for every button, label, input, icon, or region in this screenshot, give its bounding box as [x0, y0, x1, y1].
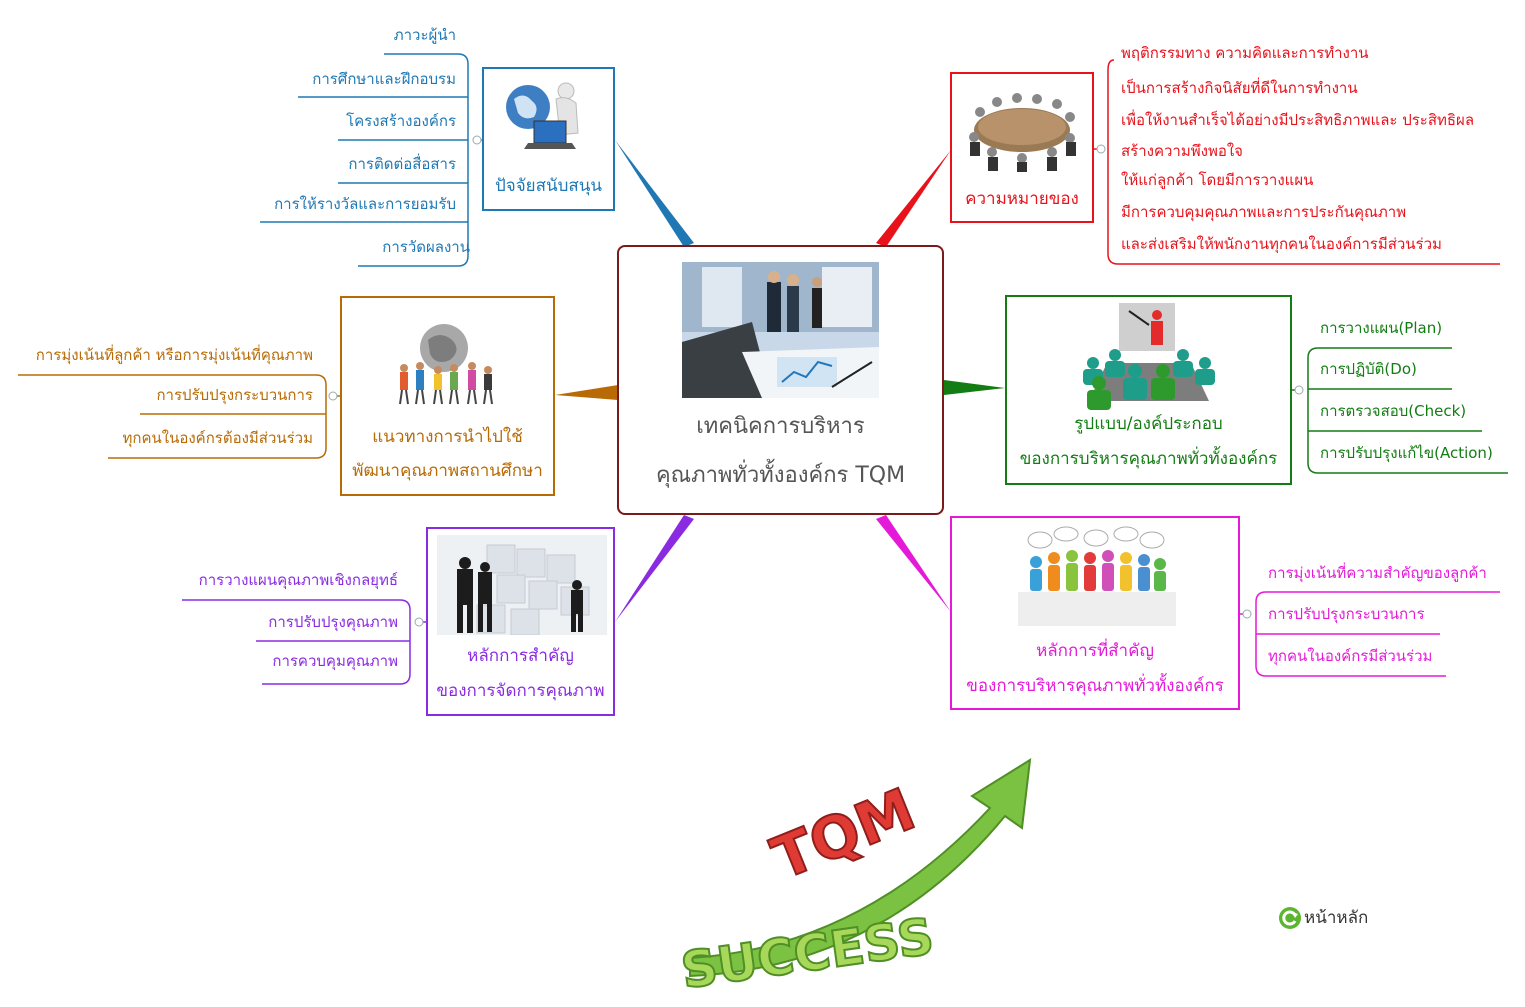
support-title: ปัจจัยสนับสนุน: [494, 176, 603, 196]
principle-title-line2: ของการจัดการคุณภาพ: [436, 681, 605, 701]
branch-support: [615, 140, 694, 247]
apply-leaf[interactable]: ทุกคนในองค์กรต้องมีส่วนร่วม: [122, 429, 313, 447]
apply-title-line2: พัฒนาคุณภาพสถานศึกษา: [352, 461, 543, 481]
node-apply[interactable]: แนวทางการนำไปใช้ พัฒนาคุณภาพสถานศึกษา: [340, 296, 555, 496]
home-label: หน้าหลัก: [1304, 908, 1369, 928]
globe-laptop-image: [506, 82, 579, 149]
meaning-leaf[interactable]: ให้แก่ลูกค้า โดยมีการวางแผน: [1121, 171, 1314, 189]
model-title-line1: รูปแบบ/องค์ประกอบ: [1074, 414, 1223, 434]
meaning-leaf[interactable]: และส่งเสริมให้พนักงานทุกคนในองค์การมีส่ว…: [1121, 235, 1442, 253]
model-leaf[interactable]: การปรับปรุงแก้ไข(Action): [1320, 444, 1493, 462]
center-title-line1: เทคนิคการบริหาร: [696, 414, 865, 439]
success-logo-text: SUCCESS: [678, 907, 938, 988]
people-speech-image: [1018, 526, 1176, 626]
node-meaning[interactable]: ความหมายของ: [950, 72, 1094, 223]
model-leaf[interactable]: การตรวจสอบ(Check): [1320, 402, 1467, 420]
apply-leaf[interactable]: การมุ่งเน้นที่ลูกค้า หรือการมุ่งเน้นที่ค…: [35, 346, 313, 364]
branch-apply: [555, 385, 618, 400]
key-leaf[interactable]: ทุกคนในองค์กรมีส่วนร่วม: [1268, 647, 1433, 665]
branch-principle: [615, 515, 694, 622]
apply-title-line1: แนวทางการนำไปใช้: [372, 427, 523, 447]
support-leaf[interactable]: โครงสร้างองค์กร: [346, 112, 456, 130]
home-link[interactable]: หน้าหลัก: [1278, 904, 1368, 931]
meaning-leaf[interactable]: สร้างความพึงพอใจ: [1121, 142, 1243, 160]
branch-meaning: [876, 150, 951, 247]
business-meeting-image: [682, 262, 879, 398]
principle-leaf[interactable]: การวางแผนคุณภาพเชิงกลยุทธ์: [198, 571, 398, 589]
model-title-line2: ของการบริหารคุณภาพทั่วทั้งองค์กร: [1019, 449, 1278, 469]
node-key[interactable]: หลักการที่สำคัญ ของการบริหารคุณภาพทั่วทั…: [950, 516, 1240, 710]
meaning-title: ความหมายของ: [965, 189, 1079, 209]
node-support[interactable]: ปัจจัยสนับสนุน: [482, 67, 615, 211]
support-leaf[interactable]: ภาวะผู้นำ: [393, 26, 456, 44]
kids-globe-image: [399, 324, 493, 405]
meaning-leaf[interactable]: พฤติกรรมทาง ความคิดและการทำงาน: [1121, 44, 1369, 62]
center-title-line2: คุณภาพทั่วทั้งองค์กร TQM: [655, 463, 906, 488]
model-leaf[interactable]: การปฏิบัติ(Do): [1320, 360, 1417, 378]
key-leaf[interactable]: การมุ่งเน้นที่ความสำคัญของลูกค้า: [1268, 564, 1487, 582]
support-leaf-lines: [260, 53, 482, 267]
model-leaf[interactable]: การวางแผน(Plan): [1320, 319, 1443, 337]
meaning-leaf[interactable]: มีการควบคุมคุณภาพและการประกันคุณภาพ: [1121, 203, 1407, 221]
tqm-success-logo: TQM SUCCESS: [677, 758, 1032, 988]
tqm-logo-text: TQM: [763, 775, 924, 893]
key-title-line2: ของการบริหารคุณภาพทั่วทั้งองค์กร: [966, 676, 1224, 696]
key-leaf[interactable]: การปรับปรุงกระบวนการ: [1268, 605, 1425, 623]
principle-leaf[interactable]: การปรับปรุงคุณภาพ: [268, 613, 398, 631]
principle-title-line1: หลักการสำคัญ: [467, 646, 574, 666]
meaning-leaf[interactable]: เป็นการสร้างกิจนิสัยที่ดีในการทำงาน: [1121, 79, 1358, 97]
apply-leaf[interactable]: การปรับปรุงกระบวนการ: [156, 386, 313, 404]
support-leaf[interactable]: การให้รางวัลและการยอมรับ: [274, 195, 456, 213]
support-leaf[interactable]: การวัดผลงาน: [382, 238, 470, 256]
branch-model: [944, 380, 1005, 395]
presentation-image: [1083, 303, 1215, 410]
node-principle[interactable]: หลักการสำคัญ ของการจัดการคุณภาพ: [426, 527, 615, 716]
support-leaf[interactable]: การศึกษาและฝึกอบรม: [312, 70, 456, 88]
center-node[interactable]: เทคนิคการบริหาร คุณภาพทั่วทั้งองค์กร TQM: [617, 245, 944, 515]
node-model[interactable]: รูปแบบ/องค์ประกอบ ของการบริหารคุณภาพทั่ว…: [1005, 295, 1292, 485]
refresh-icon: [1279, 906, 1301, 929]
conference-table-image: [969, 93, 1076, 172]
branch-key: [876, 515, 951, 612]
support-leaf[interactable]: การติดต่อสื่อสาร: [348, 155, 456, 173]
model-leaf-lines: [1292, 347, 1508, 474]
meaning-leaf[interactable]: เพื่อให้งานสำเร็จได้อย่างมีประสิทธิภาพแล…: [1121, 111, 1475, 129]
puzzle-team-image: [437, 535, 607, 635]
key-title-line1: หลักการที่สำคัญ: [1036, 641, 1154, 661]
principle-leaf[interactable]: การควบคุมคุณภาพ: [272, 652, 398, 670]
